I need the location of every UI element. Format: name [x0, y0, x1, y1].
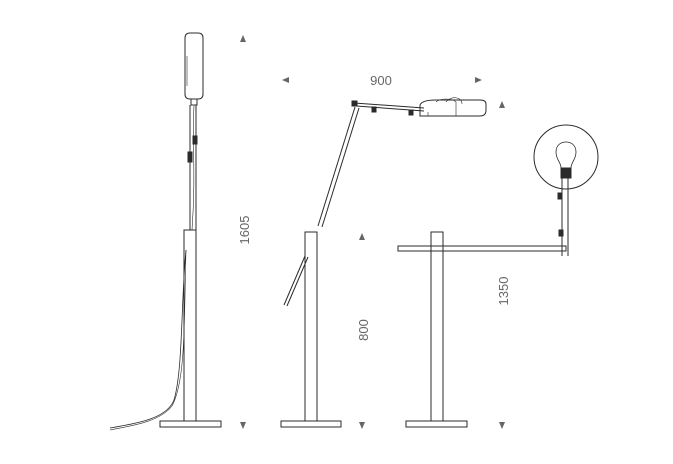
extended-view-lamp	[280, 97, 487, 428]
side-view-knob-lower	[187, 151, 193, 163]
extended-view-head	[419, 99, 487, 117]
arrow-right-icon	[475, 77, 482, 83]
side-view-floor-cable	[109, 249, 187, 429]
side-view-base	[159, 420, 222, 428]
dimension-arrows	[240, 35, 505, 429]
arrow-up-icon	[240, 35, 246, 42]
dimension-label-1350: 1350	[496, 277, 511, 306]
dimension-label-900: 900	[370, 73, 392, 88]
front-view-bulb	[555, 141, 577, 169]
dimension-label-800: 800	[356, 319, 371, 341]
arrow-up-icon	[499, 101, 505, 108]
front-view-crossbar	[397, 245, 567, 252]
arrow-down-icon	[499, 422, 505, 429]
front-view-reflector	[533, 124, 599, 190]
arrow-left-icon	[282, 77, 289, 83]
extended-view-counter-arm	[283, 255, 306, 306]
front-view-lamp	[397, 124, 599, 428]
side-view-cable-upper	[191, 105, 195, 231]
extended-view-base	[280, 420, 342, 428]
arrow-down-icon	[240, 422, 246, 429]
side-view-knob-upper	[192, 135, 198, 145]
side-view-neck	[190, 98, 198, 106]
dimension-label-1605: 1605	[237, 216, 252, 245]
extended-view-top-arm	[353, 102, 425, 109]
extended-view-diagonal-arm	[317, 106, 356, 227]
side-view-lamp	[109, 32, 222, 431]
front-view-base	[405, 420, 468, 428]
side-view-head	[184, 32, 204, 100]
front-view-column	[430, 231, 444, 422]
arrow-down-icon	[359, 422, 365, 429]
arrow-up-icon	[359, 233, 365, 240]
